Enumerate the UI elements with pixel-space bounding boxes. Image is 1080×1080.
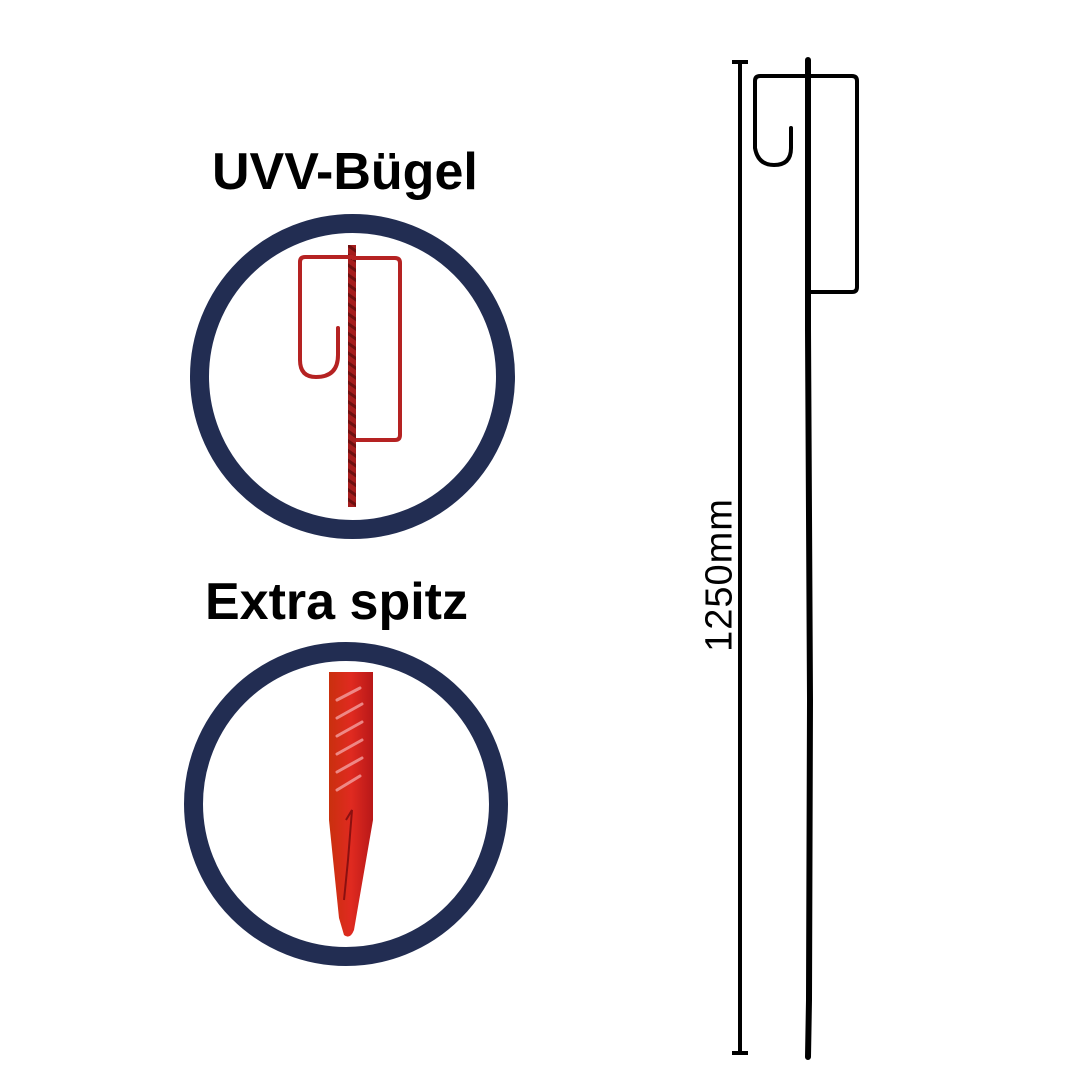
feature-title-extra-spitz: Extra spitz bbox=[205, 573, 468, 631]
dimension-line bbox=[732, 60, 748, 1055]
pointed-tip-icon bbox=[329, 672, 373, 937]
stake-outline-drawing bbox=[753, 57, 859, 1060]
dimension-label: 1250mm bbox=[698, 498, 741, 652]
feature-title-uvv-buegel: UVV-Bügel bbox=[212, 143, 478, 201]
bracket-stake-icon bbox=[298, 245, 402, 507]
